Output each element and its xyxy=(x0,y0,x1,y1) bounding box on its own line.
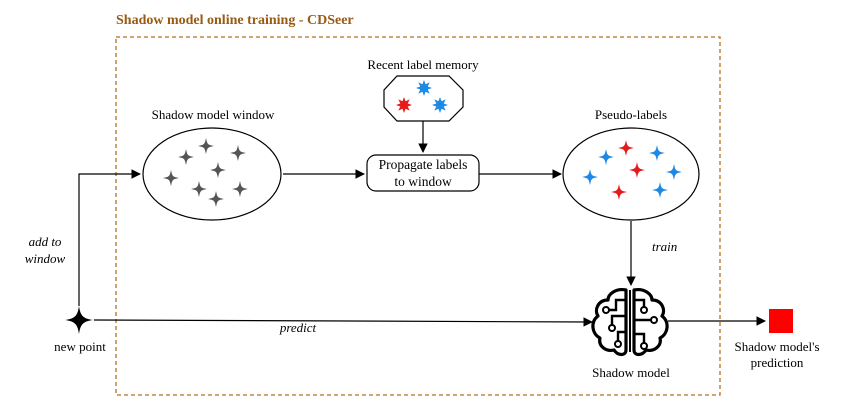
new-point-label: new point xyxy=(54,339,106,354)
window-gray-star-icon xyxy=(198,138,214,154)
pseudo-blue-star-icon xyxy=(582,169,598,185)
pseudo-blue-star-icon xyxy=(598,149,614,165)
add-to-window-label-line1: add to xyxy=(29,234,62,249)
pseudo-red-star-icon xyxy=(611,184,627,200)
pseudo-labels-ellipse xyxy=(562,127,700,221)
memory-red-star-icon xyxy=(396,97,412,113)
memory-blue-star-icon xyxy=(416,80,432,96)
pseudo-red-star-icon xyxy=(629,162,645,178)
window-gray-star-icon xyxy=(208,191,224,207)
diagram-title: Shadow model online training - CDSeer xyxy=(116,13,354,28)
window-gray-star-icon xyxy=(163,170,179,186)
memory-blue-star-icon xyxy=(432,97,448,113)
pseudo-red-star-icon xyxy=(618,140,634,156)
add-to-window-label-line2: window xyxy=(25,251,66,266)
prediction-label-line1: Shadow model's xyxy=(734,339,819,354)
propagate-labels-line2: to window xyxy=(394,174,452,189)
new-point-star-icon xyxy=(65,306,93,334)
prediction-square xyxy=(769,309,793,333)
propagate-labels-box xyxy=(366,154,480,192)
pseudo-blue-star-icon xyxy=(649,145,665,161)
shadow-model-brain-icon xyxy=(591,288,669,357)
pseudo-blue-star-icon xyxy=(666,164,682,180)
train-edge-label: train xyxy=(652,239,677,254)
pseudo-blue-star-icon xyxy=(652,182,668,198)
pseudo-labels-label: Pseudo-labels xyxy=(595,107,667,122)
shadow-window-ellipse xyxy=(142,127,282,221)
recent-memory-label: Recent label memory xyxy=(367,57,479,72)
propagate-labels-line1: Propagate labels xyxy=(379,157,468,172)
window-gray-star-icon xyxy=(210,162,226,178)
add-to-window-arrow xyxy=(78,169,141,306)
window-gray-star-icon xyxy=(232,181,248,197)
predict-edge-label: predict xyxy=(279,320,317,335)
shadow-window-label: Shadow model window xyxy=(152,107,275,122)
shadow-model-label: Shadow model xyxy=(592,365,670,380)
prediction-label-line2: prediction xyxy=(751,355,804,370)
window-gray-star-icon xyxy=(230,145,246,161)
predict-arrow xyxy=(93,317,593,327)
window-gray-star-icon xyxy=(178,149,194,165)
window-gray-star-icon xyxy=(191,181,207,197)
training-frame xyxy=(115,36,721,396)
